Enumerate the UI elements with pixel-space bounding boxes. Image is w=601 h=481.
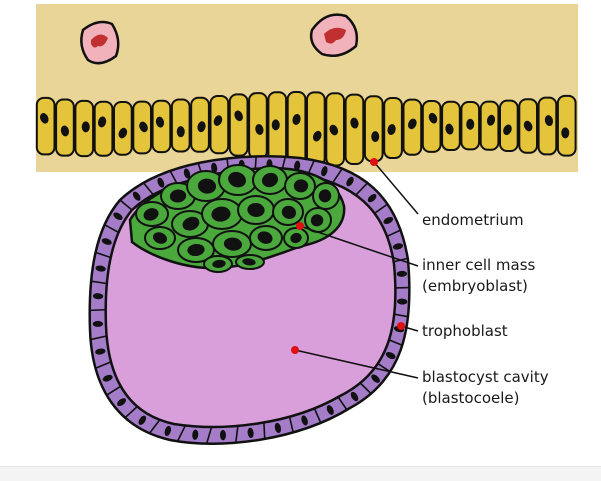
epithelial-cell bbox=[481, 102, 499, 150]
inner-cell bbox=[219, 165, 257, 195]
epithelial-cell bbox=[365, 96, 383, 161]
epithelial-cell bbox=[268, 92, 286, 161]
epithelial-cell bbox=[191, 98, 209, 152]
inner-cell bbox=[204, 256, 232, 272]
epithelial-cell bbox=[461, 102, 479, 149]
epithelial-cell bbox=[442, 102, 460, 150]
epithelial-cell bbox=[307, 92, 325, 165]
inner-cell bbox=[250, 226, 282, 250]
epithelial-cell bbox=[211, 96, 229, 153]
epithelial-cell bbox=[249, 93, 267, 159]
epithelial-cell bbox=[500, 101, 518, 151]
inner-cell bbox=[145, 227, 175, 249]
label-inner-cell-mass: inner cell mass bbox=[422, 255, 535, 276]
inner-cell bbox=[253, 166, 287, 194]
epithelial-cell bbox=[288, 92, 306, 164]
inner-cell bbox=[313, 183, 339, 209]
inner-cell bbox=[284, 228, 308, 248]
label-blastocoele: (blastocoele) bbox=[422, 388, 520, 409]
inner-cell bbox=[236, 255, 264, 269]
inner-cell bbox=[213, 231, 251, 257]
epithelial-cell bbox=[404, 100, 422, 155]
epithelial-cell bbox=[558, 96, 576, 156]
epithelial-cell bbox=[153, 101, 171, 152]
epithelial-cell bbox=[519, 99, 537, 152]
label-embryoblast: (embryoblast) bbox=[422, 276, 528, 297]
inner-cell bbox=[202, 199, 242, 229]
inner-cell bbox=[136, 202, 168, 226]
epithelial-cell bbox=[326, 93, 344, 165]
epithelial-cell bbox=[37, 98, 55, 155]
blastocyst bbox=[90, 156, 410, 443]
epithelial-cell bbox=[172, 99, 190, 151]
epithelial-cell bbox=[384, 98, 402, 158]
inner-cell bbox=[285, 173, 315, 199]
inner-cell bbox=[273, 199, 303, 225]
epithelial-cell bbox=[75, 101, 93, 156]
inner-cell bbox=[238, 196, 274, 224]
label-endometrium: endometrium bbox=[422, 210, 524, 231]
label-trophoblast: trophoblast bbox=[422, 321, 508, 342]
epithelial-cell bbox=[114, 102, 132, 155]
epithelial-cell bbox=[95, 102, 113, 156]
epithelial-cell bbox=[56, 100, 74, 156]
epithelial-cell bbox=[346, 95, 364, 164]
epithelial-cell bbox=[539, 98, 557, 155]
epithelial-cell bbox=[423, 101, 441, 152]
label-blastocyst-cavity: blastocyst cavity bbox=[422, 367, 549, 388]
epithelial-cell bbox=[133, 102, 151, 154]
bottom-strip bbox=[0, 466, 601, 481]
blood-cell-left bbox=[81, 22, 118, 63]
epithelial-cell bbox=[230, 94, 248, 155]
